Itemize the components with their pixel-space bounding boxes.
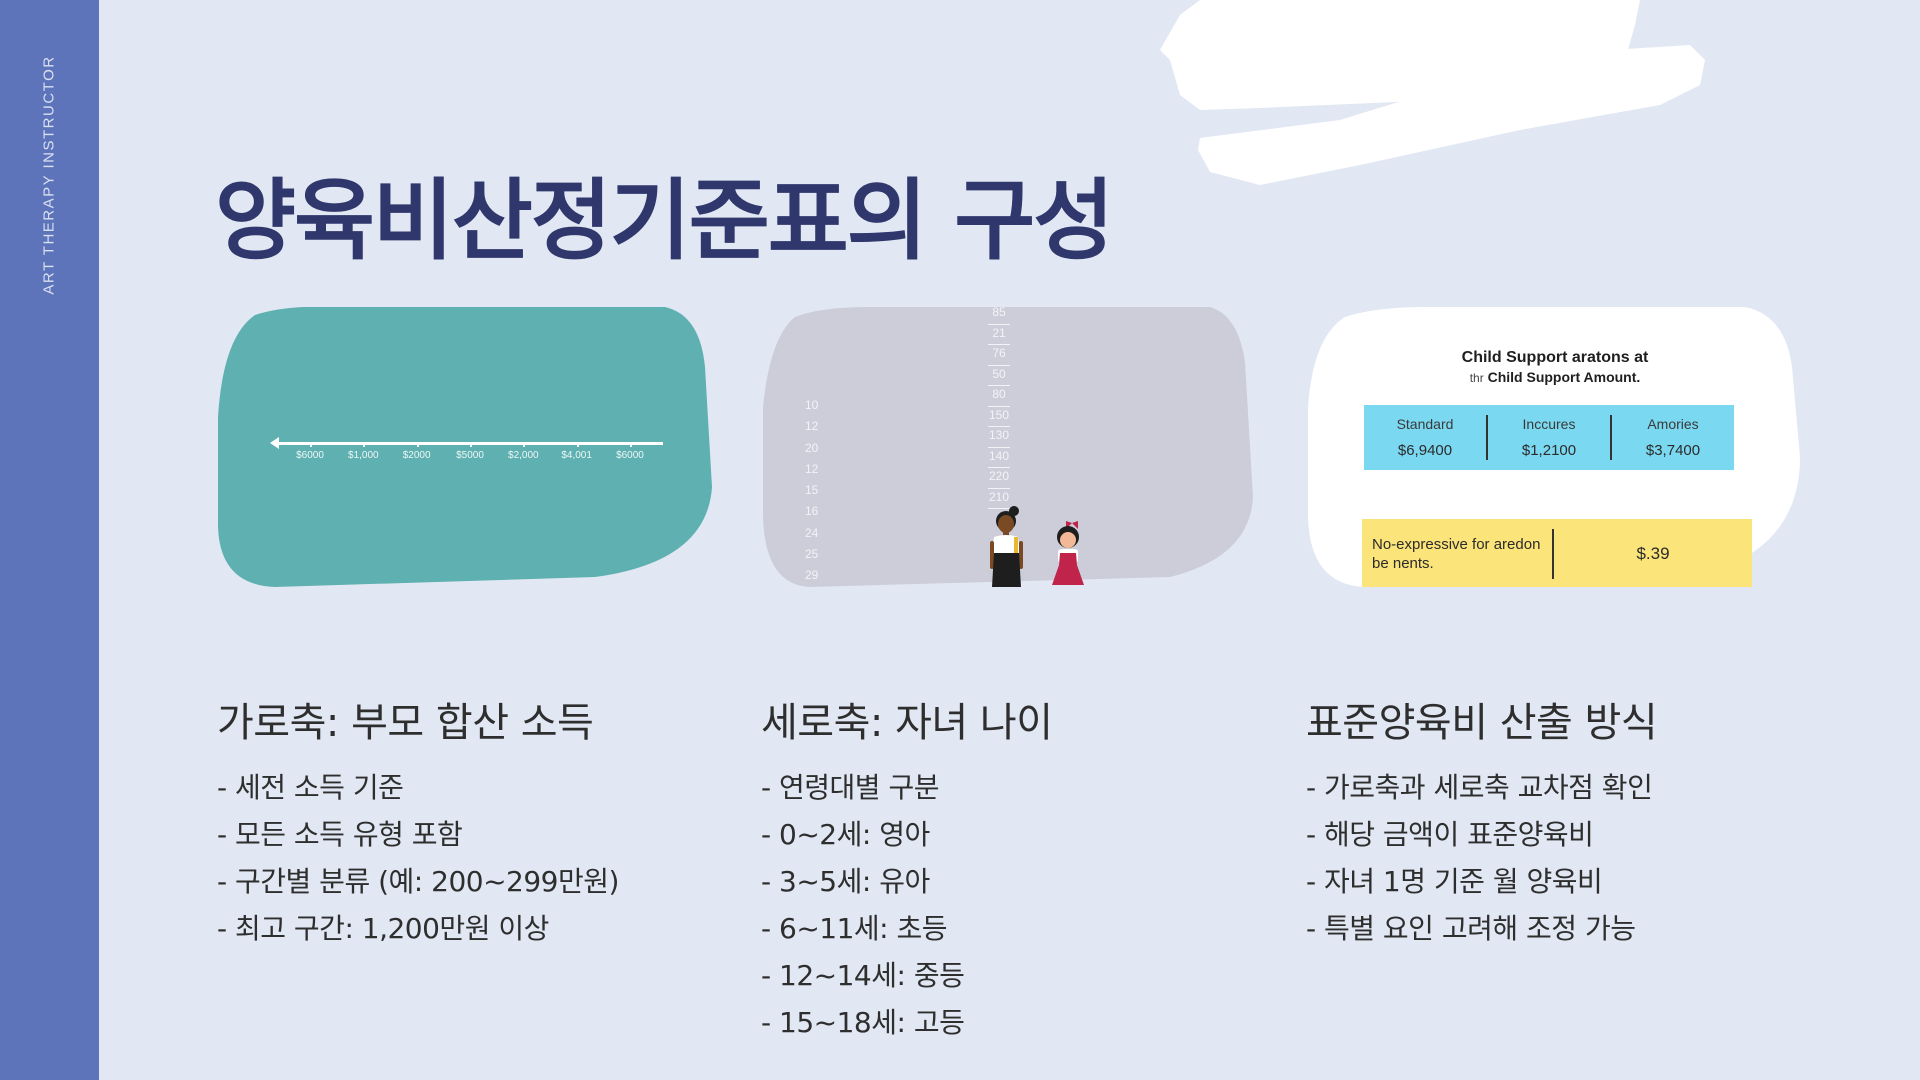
support-column-amories: Amories $3,7400 [1612,416,1734,459]
bullet-item: - 세전 소득 기준 [217,771,404,804]
age-number: 20 [805,440,819,455]
ruler-number: 220 [988,468,1010,489]
axis-tick: $6000 [605,442,655,461]
support-title-prefix: thr [1469,371,1484,385]
axis-tick: $2,000 [498,442,548,461]
bullet-item: - 최고 구간: 1,200만원 이상 [217,912,549,945]
support-column-label: Inccures [1522,416,1576,432]
support-title-line1: Child Support aratons at [1461,349,1649,366]
column-divider [1486,415,1488,460]
support-footer-label: No-expressive for aredon be nents. [1372,536,1541,572]
age-number: 10 [805,398,819,412]
axis-tick: $1,000 [338,442,388,461]
support-column-value: $1,2100 [1521,442,1577,459]
income-axis-section: 가로축: 부모 합산 소득 - 세전 소득 기준 - 모든 소득 유형 포함 -… [217,690,697,952]
bullet-item: - 자녀 1명 기준 월 양육비 [1306,865,1603,898]
income-axis-card: $6000 $1,000 $2000 $5000 $2,000 $4,001 $… [215,307,715,587]
height-ruler: 85 21 76 50 80 150 130 140 220 210 [988,307,1010,509]
bullet-item: - 0~2세: 영아 [761,818,930,851]
age-axis-card: 10 12 20 12 15 16 24 25 29 85 21 76 50 8… [760,307,1260,587]
age-number: 24 [805,525,819,540]
ruler-number: 80 [988,386,1010,407]
age-number: 15 [805,483,819,498]
sidebar: ART THERAPY INSTRUCTOR [0,0,99,1080]
support-column-value: $3,7400 [1645,442,1701,459]
calculation-method-section: 표준양육비 산출 방식 - 가로축과 세로축 교차점 확인 - 해당 금액이 표… [1306,690,1786,952]
ruler-number: 76 [988,345,1010,366]
child-support-card: Child Support aratons at thr Child Suppo… [1305,307,1805,587]
support-column-inccures: Inccures $1,2100 [1488,416,1610,459]
income-axis-ticks: $6000 $1,000 $2000 $5000 $2,000 $4,001 $… [285,442,655,461]
age-number: 12 [805,461,819,476]
bullet-item: - 3~5세: 유아 [761,865,930,898]
bullet-item: - 연령대별 구분 [761,771,939,804]
brush-stroke-decoration [1160,0,1705,185]
ruler-number: 130 [988,427,1010,448]
page-title: 양육비산정기준표의 구성 [215,169,1114,272]
bullet-item: - 해당 금액이 표준양육비 [1306,818,1594,851]
age-number: 12 [805,419,819,434]
section-heading: 가로축: 부모 합산 소득 [217,700,594,746]
ruler-number: 140 [988,448,1010,468]
support-title-text: Child Support Amount. [1487,369,1641,385]
support-title-line2: thr Child Support Amount. [1305,369,1805,385]
ruler-number: 21 [988,325,1010,345]
section-heading: 세로축: 자녀 나이 [761,700,1053,746]
column-divider [1610,415,1612,460]
sidebar-label: ART THERAPY INSTRUCTOR [40,55,58,295]
support-column-label: Amories [1647,416,1699,432]
ruler-number: 150 [988,407,1010,427]
bullet-item: - 6~11세: 초등 [761,912,948,945]
child-with-backpack-illustration [990,506,1023,587]
support-column-label: Standard [1396,416,1454,432]
age-number-column: 10 12 20 12 15 16 24 25 29 [805,395,818,587]
bullet-item: - 12~14세: 중등 [761,959,965,992]
arrow-left-icon [270,437,279,449]
bullet-item: - 가로축과 세로축 교차점 확인 [1306,771,1653,804]
support-footer-value: $.39 [1636,544,1670,563]
support-column-standard: Standard $6,9400 [1364,416,1486,459]
axis-tick: $6000 [285,442,335,461]
ruler-number: 210 [988,489,1010,509]
column-divider [1552,529,1554,579]
ruler-number: 85 [988,307,1010,325]
age-axis-section: 세로축: 자녀 나이 - 연령대별 구분 - 0~2세: 영아 - 3~5세: … [761,690,1241,1046]
section-heading: 표준양육비 산출 방식 [1306,700,1658,746]
support-footer-box: No-expressive for aredon be nents. $.39 [1362,519,1752,587]
bullet-item: - 구간별 분류 (예: 200~299만원) [217,865,619,898]
axis-tick: $5000 [445,442,495,461]
axis-tick: $4,001 [552,442,602,461]
little-girl-illustration [1052,521,1084,585]
axis-tick: $2000 [392,442,442,461]
age-number: 25 [805,547,819,562]
bullet-item: - 모든 소득 유형 포함 [217,818,463,851]
bullet-item: - 15~18세: 고등 [761,1006,965,1039]
support-table-title: Child Support aratons at thr Child Suppo… [1305,349,1805,385]
age-number: 29 [805,568,819,583]
support-amounts-box: Standard $6,9400 Inccures $1,2100 Amorie… [1364,405,1734,470]
age-number: 16 [805,504,819,519]
support-column-value: $6,9400 [1397,442,1453,459]
ruler-number: 50 [988,366,1010,386]
bullet-item: - 특별 요인 고려해 조정 가능 [1306,912,1636,945]
